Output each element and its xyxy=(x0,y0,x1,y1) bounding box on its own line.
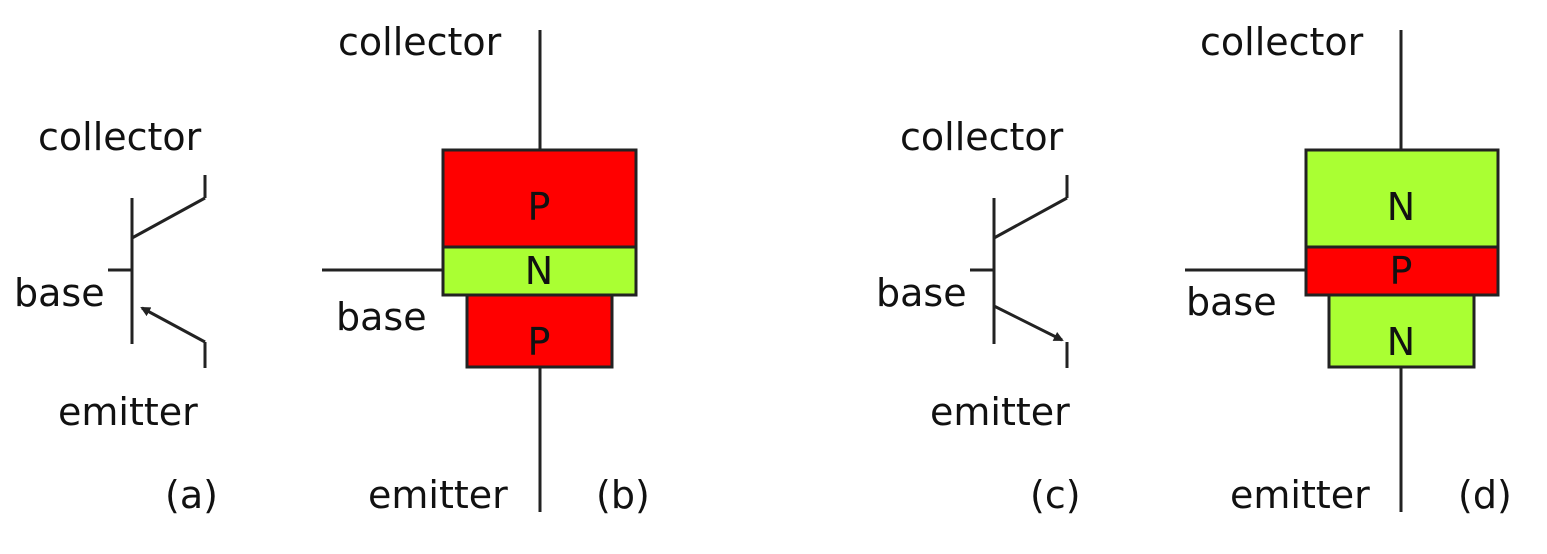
panel-d-npn-layers: collector base emitter (d) N P N xyxy=(1185,20,1512,517)
panel-d-base-p-region xyxy=(1304,245,1500,297)
panel-c-npn-symbol: collector base emitter (c) xyxy=(876,115,1081,517)
panel-d-emitter-label: emitter xyxy=(1230,473,1370,517)
panel-c-base-label: base xyxy=(876,271,967,315)
panel-b-layer-emitter-text: P xyxy=(528,320,551,364)
panel-a-collector-diagonal xyxy=(131,196,206,240)
panel-b-layer-collector-text: P xyxy=(528,185,551,229)
panel-b-layer-base-text: N xyxy=(525,249,553,293)
panel-b-caption: (b) xyxy=(596,473,650,517)
panel-b-collector-label: collector xyxy=(338,20,502,64)
panel-a-pnp-symbol: collector base emitter (a) xyxy=(14,115,218,517)
panel-c-collector-label: collector xyxy=(900,115,1064,159)
panel-d-layer-collector-text: N xyxy=(1387,185,1415,229)
panel-d-base-label: base xyxy=(1186,280,1277,324)
panel-a-collector-label: collector xyxy=(38,115,202,159)
panel-a-emitter-label: emitter xyxy=(58,390,198,434)
panel-a-caption: (a) xyxy=(165,473,218,517)
panel-b-pnp-layers: collector base emitter (b) P N P xyxy=(322,20,650,517)
panel-b-base-label: base xyxy=(336,295,427,339)
panel-b-emitter-label: emitter xyxy=(368,473,508,517)
panel-d-emitter-n-region xyxy=(1327,293,1476,369)
panel-d-layer-emitter-text: N xyxy=(1387,320,1415,364)
panel-d-collector-label: collector xyxy=(1200,20,1364,64)
panel-c-collector-diagonal xyxy=(993,196,1068,240)
panel-d-collector-n-region xyxy=(1304,148,1500,249)
panel-c-emitter-arrow xyxy=(993,304,1064,342)
panel-b-base-n-region xyxy=(441,245,638,297)
panel-b-emitter-p-region xyxy=(465,293,614,369)
panel-a-emitter-arrow xyxy=(140,306,206,344)
panel-a-base-label: base xyxy=(14,271,105,315)
panel-c-caption: (c) xyxy=(1030,473,1081,517)
panel-d-caption: (d) xyxy=(1458,473,1512,517)
panel-d-layer-base-text: P xyxy=(1390,249,1413,293)
panel-c-emitter-label: emitter xyxy=(930,390,1070,434)
